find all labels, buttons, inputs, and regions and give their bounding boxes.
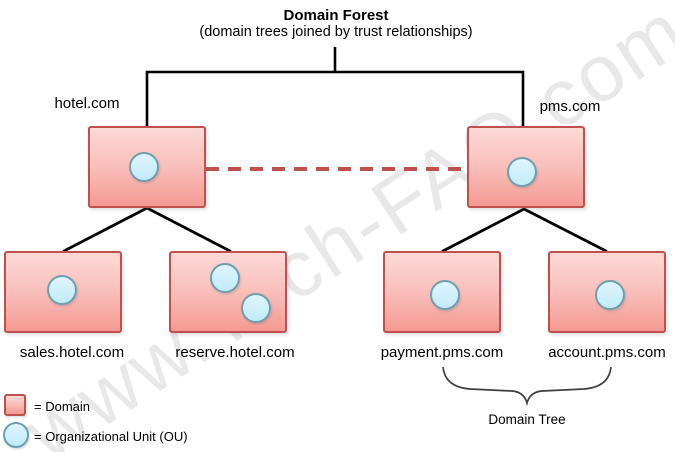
connector-pms-payment [441,207,526,253]
domain-label-hotel: hotel.com [54,95,120,112]
domain-tree-annotation: Domain Tree [488,412,566,427]
connector-hotel-reserve [145,206,232,253]
ou-circle-reserve-2 [241,293,271,323]
domain-label-account: account.pms.com [548,344,666,361]
domain-tree-brace [442,366,612,407]
legend-domain-swatch [4,394,26,416]
legend-domain-label: = Domain [34,399,90,414]
diagram-title: Domain Forest [283,7,389,24]
ou-circle-hotel [129,152,159,182]
diagram-subtitle: (domain trees joined by trust relationsh… [199,24,473,40]
ou-circle-account [595,280,625,310]
ou-circle-sales [47,275,77,305]
legend-ou-swatch [3,422,29,448]
ou-circle-reserve-1 [210,263,240,293]
domain-label-sales: sales.hotel.com [19,344,125,361]
connector-hotel-sales [62,206,149,253]
connector-pms-account [522,207,608,253]
domain-label-payment: payment.pms.com [380,344,504,361]
legend-ou-label: = Organizational Unit (OU) [34,429,188,444]
ou-circle-payment [430,280,460,310]
domain-label-pms: pms.com [539,98,601,115]
forest-bracket-line [145,70,525,126]
ou-circle-pms [507,157,537,187]
domain-label-reserve: reserve.hotel.com [175,344,295,361]
